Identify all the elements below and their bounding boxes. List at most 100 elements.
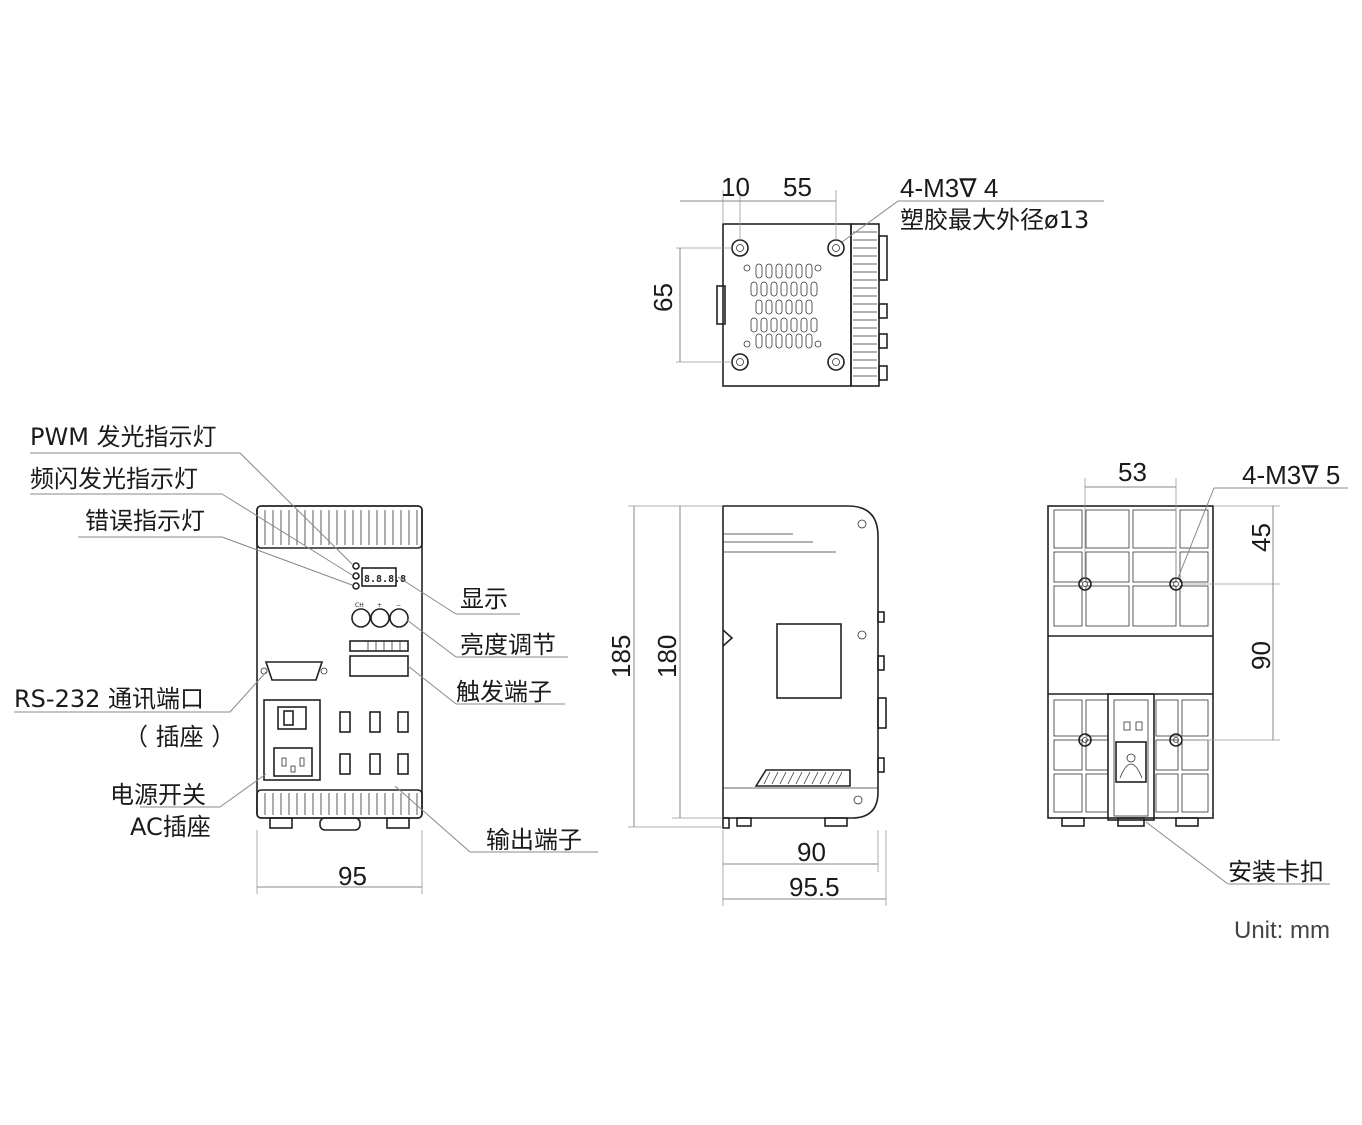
mounting-clip-slot — [1123, 721, 1131, 731]
side-view-label-area — [776, 623, 842, 699]
minus-button[interactable] — [389, 608, 409, 628]
side-view-foot — [824, 817, 848, 827]
ch-button-label: CH — [355, 602, 364, 609]
label-ac-socket: AC插座 — [130, 813, 211, 841]
label-display: 显示 — [460, 585, 508, 613]
top-view-vent-grille — [743, 263, 822, 349]
pwm-led-indicator — [352, 562, 360, 570]
dim-back-90: 90 — [1246, 641, 1276, 670]
strobe-led-indicator — [352, 572, 360, 580]
back-view-dimension-lines — [1084, 478, 1348, 885]
back-view-callout-thread: 4-M3∇ 5 — [1242, 460, 1340, 490]
label-mounting-clip: 安装卡扣 — [1228, 858, 1324, 886]
rs232-screw — [260, 667, 268, 675]
front-view-top-heatsink — [256, 505, 423, 549]
dim-top-10: 10 — [721, 172, 750, 202]
rs232-screw — [320, 667, 328, 675]
trigger-terminal-strip — [349, 640, 409, 652]
minus-button-label: − — [396, 602, 401, 609]
label-power-switch: 电源开关 — [110, 781, 206, 809]
side-view-vent — [754, 769, 851, 787]
rs232-port — [264, 661, 324, 681]
dim-top-65: 65 — [648, 283, 678, 312]
side-view-vent-slots — [763, 771, 843, 785]
mounting-clip-pin — [1126, 753, 1136, 763]
top-view-dimension-lines — [676, 190, 1104, 363]
ac-socket-pin — [290, 765, 296, 773]
side-view-foot — [722, 817, 730, 829]
label-rs232: RS-232 通讯端口 — [14, 685, 204, 713]
label-strobe-led: 频闪发光指示灯 — [30, 465, 198, 493]
dim-back-53: 53 — [1118, 457, 1147, 487]
back-view-foot — [1175, 817, 1199, 827]
power-switch[interactable] — [277, 706, 307, 730]
front-view-foot — [386, 817, 410, 829]
display-digits: 8.8.8.8 — [364, 574, 406, 585]
back-view: 53 45 90 4-M3∇ 5 安装卡扣 — [1047, 457, 1348, 886]
side-view-connector — [877, 757, 885, 773]
label-error-led: 错误指示灯 — [85, 507, 205, 535]
ac-socket-pin — [281, 757, 287, 767]
label-rs232-socket: （ 插座 ） — [124, 723, 235, 751]
side-view-screw — [857, 630, 867, 640]
label-brightness: 亮度调节 — [460, 631, 556, 659]
dim-side-95-5: 95.5 — [789, 872, 840, 902]
output-terminals — [339, 711, 409, 775]
mounting-clip[interactable] — [1107, 693, 1155, 821]
ac-socket — [273, 747, 313, 777]
side-view: 185 180 90 95.5 — [606, 505, 887, 906]
dim-front-95: 95 — [338, 861, 367, 891]
front-view-foot — [269, 817, 293, 829]
dim-back-45: 45 — [1246, 523, 1276, 552]
back-view-foot — [1061, 817, 1085, 827]
dim-side-185: 185 — [606, 635, 636, 678]
front-view-bottom-heatsink — [256, 789, 423, 819]
mounting-clip-inner — [1113, 699, 1149, 817]
top-view-connector — [878, 333, 888, 349]
back-view-top-grid — [1053, 509, 1209, 627]
dim-side-180: 180 — [652, 635, 682, 678]
power-switch-rocker — [283, 710, 294, 726]
top-view-callout-thread: 4-M3∇ 4 — [900, 173, 998, 203]
plus-button[interactable] — [370, 608, 390, 628]
side-view-connector — [877, 655, 885, 671]
dim-top-55: 55 — [783, 172, 812, 202]
label-pwm-led: PWM 发光指示灯 — [30, 423, 217, 451]
side-view-screw — [857, 519, 867, 529]
trigger-terminal-dividers — [367, 641, 401, 651]
side-view-connector — [877, 697, 887, 729]
mounting-clip-spring — [1115, 741, 1147, 783]
top-view: 10 55 65 4-M3∇ 4 塑胶最大外径ø13 — [648, 172, 1104, 387]
label-trigger: 触发端子 — [456, 678, 552, 706]
power-module — [263, 699, 321, 781]
top-view-callout-diameter: 塑胶最大外径ø13 — [900, 206, 1089, 234]
front-view-top-ribs — [264, 510, 418, 545]
mounting-clip-slot — [1135, 721, 1143, 731]
label-output: 输出端子 — [486, 826, 582, 854]
top-view-body — [722, 223, 852, 387]
error-led-indicator — [352, 582, 360, 590]
ch-button[interactable] — [351, 608, 371, 628]
top-view-switch-bump — [878, 235, 888, 281]
top-view-connector — [878, 365, 888, 381]
front-view-leader-lines — [14, 452, 598, 853]
side-view-screw — [853, 795, 863, 805]
plus-button-label: + — [377, 602, 382, 609]
front-view-bottom-ribs — [264, 793, 418, 815]
side-view-body — [722, 505, 879, 819]
top-view-screw-holes — [731, 239, 845, 371]
top-view-connector — [878, 303, 888, 319]
seven-segment-display — [361, 567, 397, 587]
back-view-screw-holes — [1078, 577, 1183, 747]
ac-socket-pin — [299, 757, 305, 767]
front-view: 8.8.8.8 CH + − — [14, 423, 598, 894]
side-view-connector — [877, 611, 885, 623]
top-view-clip — [716, 285, 726, 325]
unit-label: Unit: mm — [1234, 917, 1330, 944]
top-view-heatsink-ribs — [853, 231, 877, 377]
back-view-bottom-grid — [1053, 699, 1209, 813]
side-view-foot — [736, 817, 752, 827]
front-view-width-dimension — [256, 830, 423, 894]
mounting-clip-spring-arc — [1119, 763, 1143, 779]
